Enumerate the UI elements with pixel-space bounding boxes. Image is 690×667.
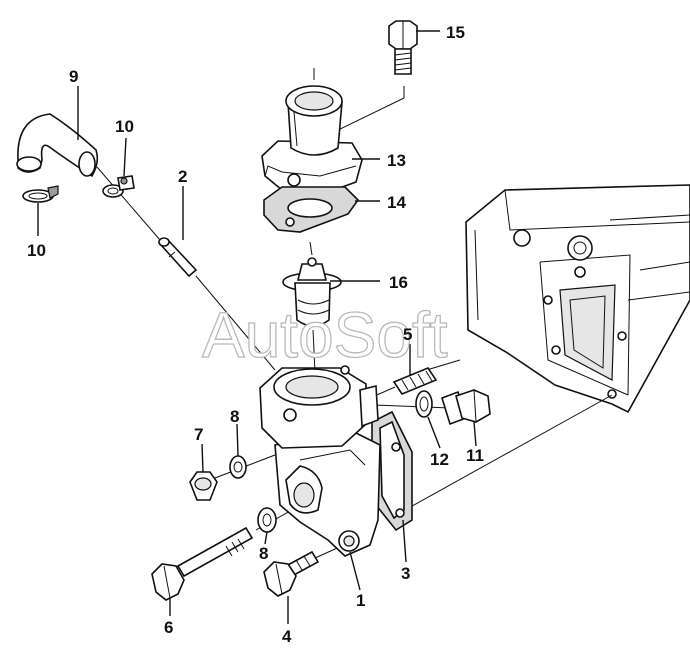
callout-11: 11 xyxy=(466,446,484,465)
part-2-pipe xyxy=(158,237,198,278)
callout-6: 6 xyxy=(164,618,173,637)
part-10-clamp-right xyxy=(102,175,135,198)
part-16-thermostat xyxy=(282,257,342,327)
callout-15: 15 xyxy=(446,23,465,42)
part-4-short-bolt xyxy=(263,550,320,597)
callout-labels: 15 9 10 10 2 13 14 16 5 7 8 8 12 11 6 4 … xyxy=(27,23,484,646)
callout-10-upper: 10 xyxy=(115,117,134,136)
part-5-stud xyxy=(392,367,438,395)
part-9-hose xyxy=(16,113,99,178)
part-10-clamp-left xyxy=(22,185,59,203)
callout-16: 16 xyxy=(389,273,408,292)
part-7-nut xyxy=(189,471,218,501)
part-1-housing xyxy=(259,365,381,557)
callout-12: 12 xyxy=(430,450,449,469)
callout-1: 1 xyxy=(356,591,365,610)
callout-13: 13 xyxy=(387,151,406,170)
callout-2: 2 xyxy=(178,167,187,186)
part-6-long-bolt xyxy=(151,526,254,601)
callout-7: 7 xyxy=(194,425,203,444)
callout-8-lower: 8 xyxy=(259,544,268,563)
part-12-washer xyxy=(415,390,433,418)
callout-5: 5 xyxy=(403,325,412,344)
callout-8-upper: 8 xyxy=(230,407,239,426)
watermark-text: AutoSoft xyxy=(202,299,448,371)
callout-10-lower: 10 xyxy=(27,241,46,260)
callout-4: 4 xyxy=(282,627,292,646)
part-8-washer-upper xyxy=(229,455,247,479)
callout-9: 9 xyxy=(69,67,78,86)
part-13-thermostat-cover xyxy=(261,85,363,196)
part-8-washer-lower xyxy=(257,507,277,533)
engine-block xyxy=(465,184,690,414)
part-11-plug xyxy=(441,389,491,426)
callout-14: 14 xyxy=(387,193,406,212)
part-14-gasket xyxy=(263,186,360,233)
part-15-bolt xyxy=(388,20,418,75)
callout-3: 3 xyxy=(401,564,410,583)
callout-leaders xyxy=(37,30,477,624)
part-3-gasket xyxy=(371,410,413,532)
